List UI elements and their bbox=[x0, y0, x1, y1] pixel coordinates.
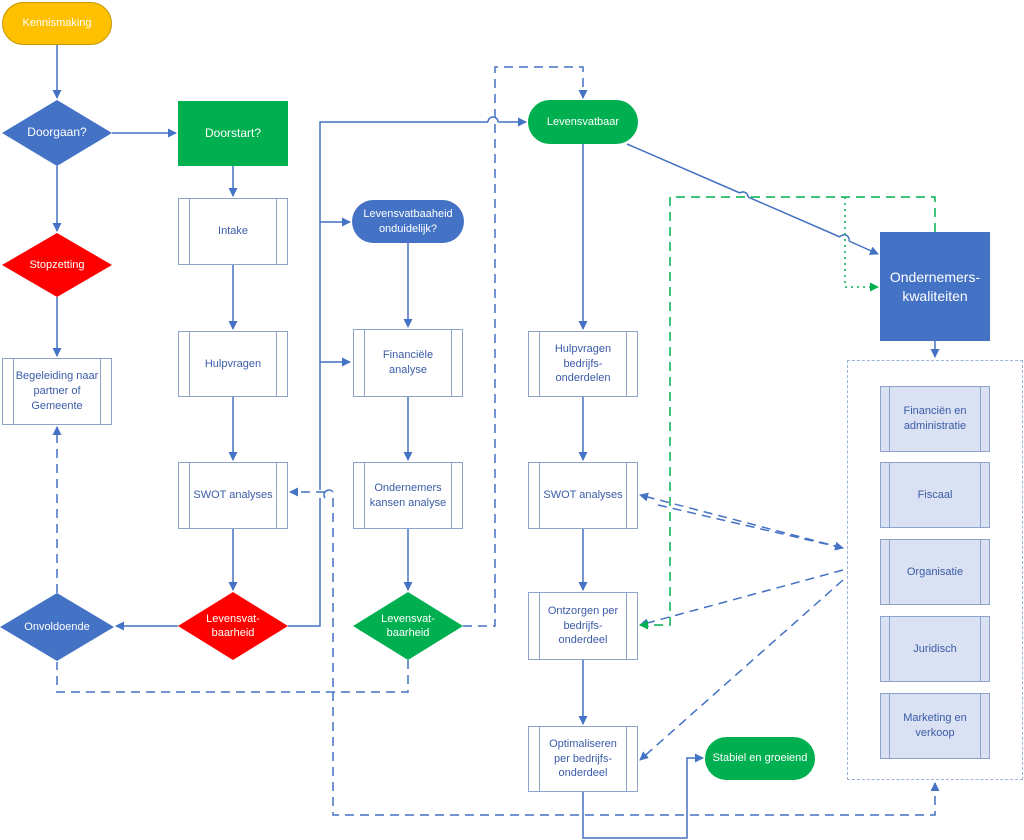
hulpvragen-bedrijf-label: Hulpvragen bedrijfs-onderdelen bbox=[554, 342, 612, 385]
doorgaan-diamond[interactable] bbox=[2, 100, 112, 166]
quality-marketing-label: Marketing en verkoop bbox=[903, 712, 967, 739]
levensvatbaarheid2-diamond[interactable] bbox=[353, 592, 463, 660]
quality-financien-node[interactable]: Financiën en administratie bbox=[880, 386, 990, 452]
quality-organisatie-node[interactable]: Organisatie bbox=[880, 539, 990, 605]
financiele-analyse-label: Financiële analyse bbox=[382, 349, 434, 376]
swot-analyses-1-label: SWOT analyses bbox=[193, 489, 273, 502]
optimaliseren-label: Optimaliseren per bedrijfs-onderdeel bbox=[549, 737, 617, 780]
stabiel-label: Stabiel en groeiend bbox=[712, 752, 808, 765]
onduidelijk-label: Levensvatbaaheid onduidelijk? bbox=[363, 207, 453, 235]
hulpvragen-label: Hulpvragen bbox=[204, 357, 262, 370]
begeleiding-node[interactable]: Begeleiding naar partner of Gemeente bbox=[2, 358, 112, 425]
levensvatbaarheid1-diamond[interactable] bbox=[178, 592, 288, 660]
hulpvragen-bedrijf-node[interactable]: Hulpvragen bedrijfs-onderdelen bbox=[528, 331, 638, 397]
hulpvragen-node[interactable]: Hulpvragen bbox=[178, 331, 288, 397]
kennismaking-node[interactable]: Kennismaking bbox=[2, 2, 112, 45]
quality-fiscaal-node[interactable]: Fiscaal bbox=[880, 462, 990, 528]
swot-analyses-1-node[interactable]: SWOT analyses bbox=[178, 462, 288, 529]
begeleiding-label: Begeleiding naar partner of Gemeente bbox=[15, 370, 99, 412]
doorstart-label: Doorstart? bbox=[204, 126, 262, 141]
kennismaking-label: Kennismaking bbox=[22, 17, 92, 30]
qualities-group bbox=[847, 360, 1023, 780]
ontzorgen-label: Ontzorgen per bedrijfs-onderdeel bbox=[547, 604, 619, 647]
ontzorgen-node[interactable]: Ontzorgen per bedrijfs-onderdeel bbox=[528, 592, 638, 660]
kansen-analyse-label: Ondernemers kansen analyse bbox=[369, 481, 447, 509]
doorstart-node[interactable]: Doorstart? bbox=[178, 101, 288, 166]
kansen-analyse-node[interactable]: Ondernemers kansen analyse bbox=[353, 462, 463, 529]
optimaliseren-node[interactable]: Optimaliseren per bedrijfs-onderdeel bbox=[528, 726, 638, 792]
quality-organisatie-label: Organisatie bbox=[906, 565, 964, 578]
financiele-analyse-node[interactable]: Financiële analyse bbox=[353, 329, 463, 397]
stabiel-node[interactable]: Stabiel en groeiend bbox=[705, 737, 815, 780]
ondernemers-kwaliteiten-node[interactable]: Ondernemers-kwaliteiten bbox=[880, 232, 990, 341]
quality-juridisch-node[interactable]: Juridisch bbox=[880, 616, 990, 682]
swot-analyses-2-label: SWOT analyses bbox=[543, 489, 623, 502]
levensvatbaar-node[interactable]: Levensvatbaar bbox=[528, 100, 638, 144]
quality-marketing-node[interactable]: Marketing en verkoop bbox=[880, 693, 990, 759]
levensvatbaar-label: Levensvatbaar bbox=[546, 115, 620, 128]
quality-financien-label: Financiën en administratie bbox=[903, 405, 967, 432]
quality-fiscaal-label: Fiscaal bbox=[917, 488, 953, 501]
stopzetting-diamond[interactable] bbox=[2, 233, 112, 297]
ondernemers-kwaliteiten-label: Ondernemers-kwaliteiten bbox=[889, 268, 981, 304]
intake-node[interactable]: Intake bbox=[178, 198, 288, 265]
swot-analyses-2-node[interactable]: SWOT analyses bbox=[528, 462, 638, 529]
intake-label: Intake bbox=[218, 225, 248, 238]
quality-juridisch-label: Juridisch bbox=[913, 642, 957, 655]
onduidelijk-node[interactable]: Levensvatbaaheid onduidelijk? bbox=[352, 200, 464, 243]
onvoldoende-diamond[interactable] bbox=[0, 593, 114, 661]
